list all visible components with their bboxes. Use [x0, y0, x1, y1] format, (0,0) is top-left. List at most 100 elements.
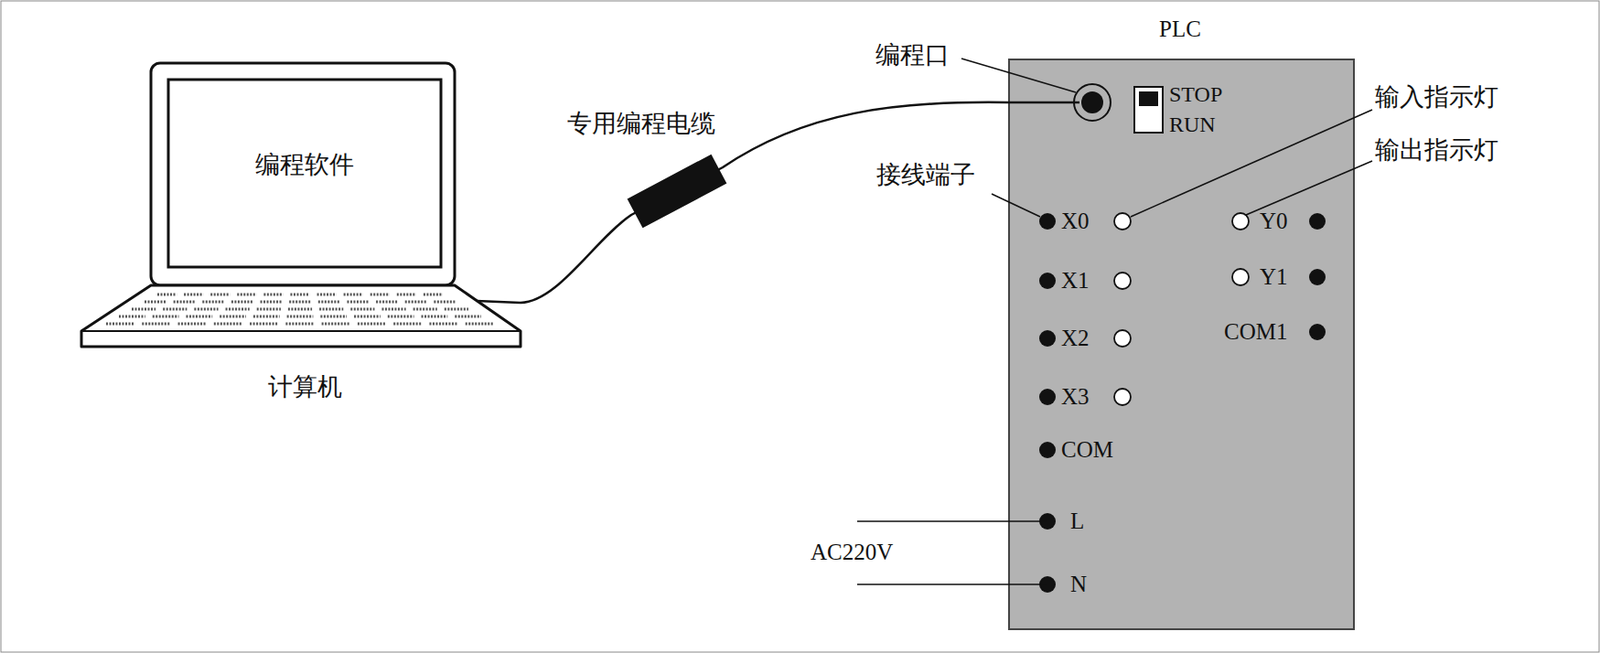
switch-label: STOP: [1169, 82, 1223, 107]
key-row: [423, 293, 443, 297]
callout-label: 输入指示灯: [1374, 84, 1499, 112]
callout-label: 接线端子: [876, 161, 976, 190]
key-row: [118, 315, 146, 319]
key-row: [193, 308, 218, 312]
terminal-name: X2: [1061, 325, 1090, 352]
computer-label: 计算机: [268, 374, 343, 402]
key-row: [381, 308, 406, 312]
keyboard-base: [81, 285, 521, 347]
key-row: [387, 315, 415, 319]
terminal-name: X0: [1061, 208, 1090, 235]
key-row: [162, 308, 187, 312]
base-edge: [81, 330, 521, 333]
cable-line: [520, 102, 1009, 303]
plc-face: [1008, 58, 1355, 631]
key-row: [131, 308, 156, 312]
input-led: [1114, 330, 1131, 347]
screen-bezel: [150, 63, 455, 286]
key-row: [444, 308, 469, 312]
terminal-dot: [1039, 330, 1056, 347]
key-row: [289, 293, 310, 297]
key-row: [320, 315, 347, 319]
input-led-leader: [1130, 109, 1373, 217]
input-led: [1114, 388, 1131, 406]
key-row: [370, 293, 390, 297]
programming-port: [1081, 91, 1104, 114]
key-row: [375, 300, 398, 304]
input-led: [1114, 272, 1131, 290]
key-row: [357, 322, 387, 326]
key-row: [185, 315, 213, 319]
output-led: [1232, 268, 1249, 286]
key-row: [249, 322, 279, 326]
switch-lever: [1138, 91, 1159, 107]
key-row: [322, 322, 351, 326]
terminal-dot: [1039, 441, 1056, 459]
terminal-name: N: [1070, 571, 1087, 598]
cable-label: 专用编程电缆: [565, 110, 718, 139]
key-row: [393, 322, 422, 326]
key-row: [354, 315, 381, 319]
programming-cable: [520, 102, 1009, 303]
key-row: [214, 322, 243, 326]
callout-label: 输出指示灯: [1374, 137, 1499, 165]
cable-stub: [476, 300, 521, 303]
key-row: [106, 322, 135, 326]
laptop-drawing: [81, 63, 521, 407]
key-row: [225, 308, 250, 312]
mode-switch: [1134, 86, 1163, 133]
key-row: [144, 300, 167, 304]
terminal-dot: [1039, 213, 1056, 230]
screen: [168, 79, 441, 268]
key-row: [346, 300, 369, 304]
key-row: [405, 300, 428, 304]
power-wire: [857, 520, 1048, 523]
key-row: [263, 293, 283, 297]
key-row: [287, 315, 314, 319]
key-row: [319, 308, 344, 312]
key-row: [257, 308, 281, 312]
key-row: [253, 315, 280, 319]
plc-housing: PLC: [1008, 58, 1355, 631]
cable-converter: [627, 154, 728, 229]
key-row: [465, 322, 494, 326]
key-row: [454, 315, 482, 319]
output-led: [1232, 213, 1249, 230]
terminal-name: L: [1070, 508, 1085, 535]
plc-title: PLC: [1159, 16, 1202, 43]
laptop-computer: 编程软件计算机: [81, 63, 521, 407]
key-row: [433, 300, 456, 304]
key-row: [231, 300, 254, 304]
key-row: [285, 322, 314, 326]
terminal-name: COM1: [1224, 319, 1288, 345]
terminal-name: X3: [1061, 384, 1090, 410]
power-wire: [857, 583, 1048, 586]
key-row: [141, 322, 171, 326]
key-row: [429, 322, 458, 326]
key-row: [317, 293, 337, 297]
switch-label: RUN: [1169, 112, 1216, 137]
input-led: [1114, 213, 1131, 230]
terminal-name: Y0: [1259, 208, 1289, 235]
supply-label: AC220V: [810, 539, 893, 566]
key-row: [178, 322, 207, 326]
screen-text: 编程软件: [255, 151, 355, 180]
key-row: [152, 315, 180, 319]
key-row: [183, 293, 204, 297]
terminal-dot: [1309, 323, 1326, 341]
key-row: [413, 308, 438, 312]
key-row: [397, 293, 417, 297]
key-row: [173, 300, 196, 304]
key-row: [421, 315, 449, 319]
terminal-name: Y1: [1259, 264, 1289, 290]
key-row: [202, 300, 225, 304]
key-row: [350, 308, 375, 312]
terminal-leader: [991, 193, 1041, 217]
key-row: [318, 300, 341, 304]
terminal-dot: [1309, 213, 1326, 230]
key-row: [210, 293, 230, 297]
terminal-name: COM: [1061, 437, 1114, 463]
terminal-dot: [1309, 268, 1326, 286]
